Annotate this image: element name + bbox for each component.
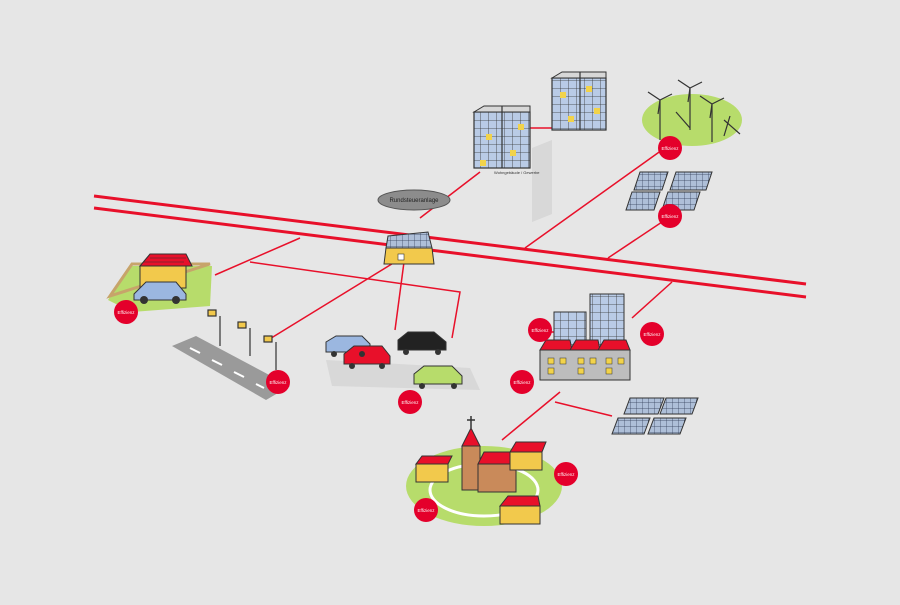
badge-parking: Effizienz: [398, 390, 422, 414]
link-wind: [524, 149, 663, 249]
home-with-car: [106, 253, 212, 312]
badge-wind-label: Effizienz: [662, 146, 680, 151]
substation-house: [383, 231, 435, 265]
link-parking: [249, 261, 461, 339]
badge-village-right: Effizienz: [554, 462, 578, 486]
building-caption: Wohngebäude / Gewerbe: [494, 170, 540, 175]
badge-city-bottom: Effizienz: [510, 370, 534, 394]
connection-lines: [214, 127, 673, 441]
badge-city-right-label: Effizienz: [644, 332, 662, 337]
badge-wind: Effizienz: [658, 136, 682, 160]
badge-solar-field: Effizienz: [658, 204, 682, 228]
badge-village-left-label: Effizienz: [418, 508, 436, 513]
wind-park: [642, 79, 742, 146]
badge-city-bottom-label: Effizienz: [514, 380, 532, 385]
efficiency-badges: Effizienz Effizienz Effizienz Effizienz …: [114, 136, 682, 522]
badge-city-left-label: Effizienz: [532, 328, 550, 333]
badge-village-left: Effizienz: [414, 498, 438, 522]
link-charging: [267, 261, 396, 341]
city-cluster: [539, 293, 631, 381]
badge-home: Effizienz: [114, 300, 138, 324]
badge-city-right: Effizienz: [640, 322, 664, 346]
main-power-line: [93, 194, 807, 299]
link-office: [419, 171, 481, 219]
solar-field-lower: [611, 397, 699, 435]
badge-charging-label: Effizienz: [270, 380, 288, 385]
badge-home-label: Effizienz: [118, 310, 136, 315]
link-home: [214, 237, 301, 276]
control-unit-label: Rundsteueranlage: [389, 198, 439, 204]
office-tower: [550, 71, 607, 131]
link-solar-lower: [554, 401, 613, 417]
badge-solar-field-label: Effizienz: [662, 214, 680, 219]
link-city: [631, 281, 673, 319]
link-solar-field: [607, 221, 663, 259]
badge-village-right-label: Effizienz: [558, 472, 576, 477]
link-cars: [394, 261, 405, 331]
badge-parking-label: Effizienz: [402, 400, 420, 405]
solar-field-upper: [625, 171, 713, 211]
badge-charging: Effizienz: [266, 370, 290, 394]
badge-city-left: Effizienz: [528, 318, 552, 342]
charging-road: [172, 309, 290, 400]
office-building: [472, 105, 552, 222]
village: [406, 416, 562, 526]
link-village: [501, 391, 561, 441]
control-unit: Rundsteueranlage: [377, 189, 451, 211]
parking-area: [325, 331, 480, 390]
